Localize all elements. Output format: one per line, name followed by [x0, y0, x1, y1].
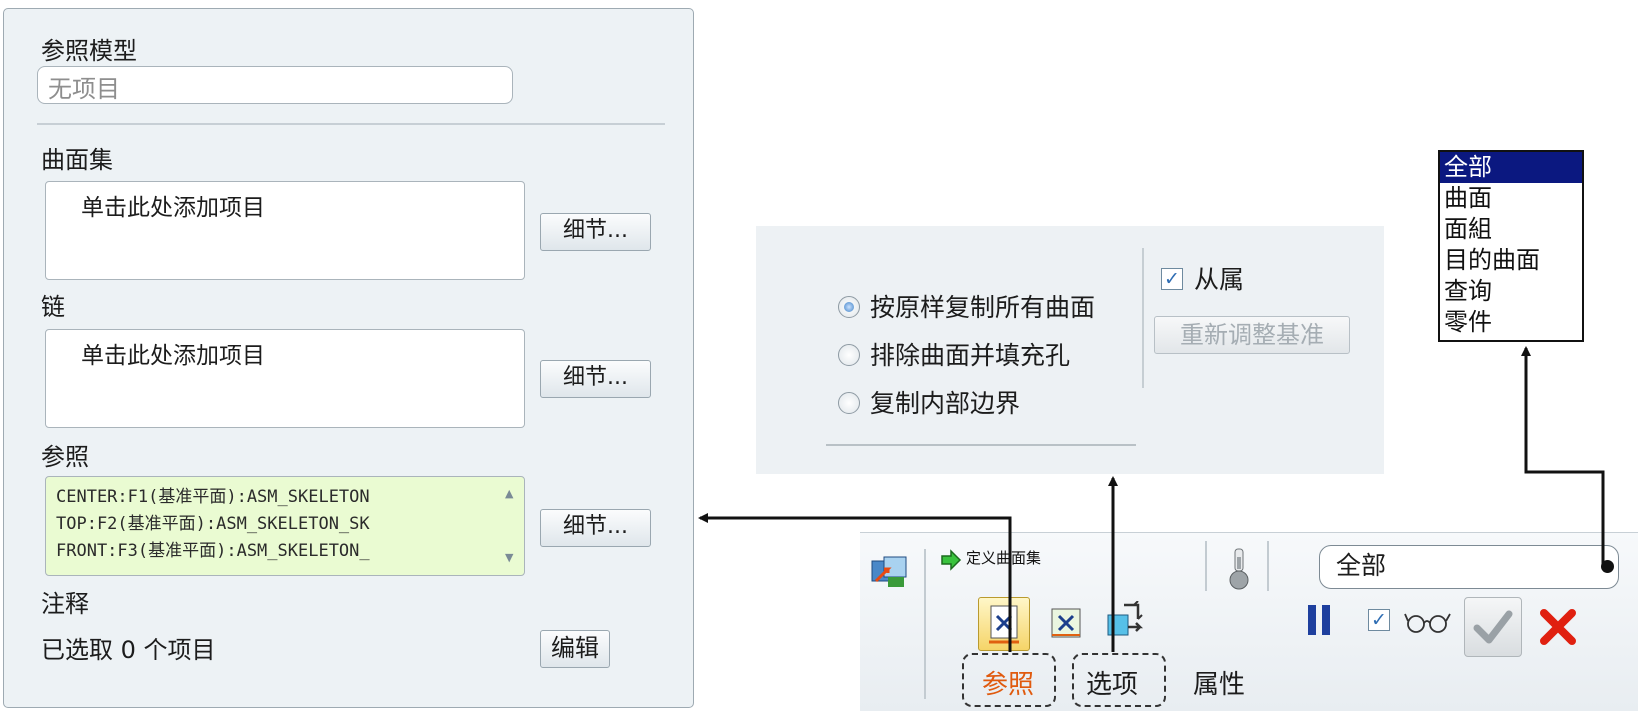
dropdown-option-intent-surface[interactable]: 目的曲面	[1444, 246, 1540, 274]
radio-label: 复制内部边界	[870, 389, 1021, 418]
surface-set-details-button[interactable]: 细节...	[540, 213, 651, 251]
radio-label: 按原样复制所有曲面	[870, 293, 1096, 322]
tab-references-highlight	[962, 653, 1056, 707]
tab-references[interactable]: 参照	[982, 670, 1035, 700]
arrow-right-icon	[940, 549, 962, 575]
list-item[interactable]: FRONT:F3(基准平面):ASM_SKELETON_	[56, 541, 370, 561]
radio-label: 排除曲面并填充孔	[870, 341, 1071, 370]
glasses-icon[interactable]	[1404, 609, 1452, 639]
pin-icon[interactable]	[1226, 547, 1252, 595]
tab-properties[interactable]: 属性	[1193, 670, 1246, 700]
surface-set-collector[interactable]: 单击此处添加项目	[45, 181, 525, 280]
divider	[1205, 541, 1207, 591]
radio-copy-all-surfaces[interactable]	[838, 296, 860, 318]
ref-model-field[interactable]: 无项目	[37, 66, 513, 104]
references-panel: 参照模型 无项目 曲面集 单击此处添加项目 细节... 链 单击此处添加项目 细…	[3, 8, 694, 708]
radio-copy-inner-boundary[interactable]	[838, 392, 860, 414]
dependent-label: 从属	[1194, 265, 1245, 294]
exclude-surface-icon[interactable]	[1048, 605, 1084, 645]
dropdown-option-part[interactable]: 零件	[1444, 308, 1492, 336]
ok-button[interactable]	[1464, 597, 1522, 657]
dropdown-option-surface[interactable]: 曲面	[1444, 184, 1492, 212]
filter-dropdown[interactable]: 全部	[1319, 545, 1619, 589]
chain-details-button[interactable]: 细节...	[540, 360, 651, 398]
dropdown-option-quilt[interactable]: 面組	[1444, 215, 1492, 243]
tab-options[interactable]: 选项	[1086, 670, 1139, 700]
refs-details-button[interactable]: 细节...	[540, 509, 651, 547]
divider	[924, 549, 926, 699]
edit-button[interactable]: 编辑	[540, 630, 610, 668]
scroll-up-icon[interactable]: ▲	[505, 487, 514, 500]
fill-loop-icon[interactable]	[1104, 600, 1144, 645]
ref-model-label: 参照模型	[41, 37, 137, 65]
dashboard-toolbar: 定义曲面集 全部	[860, 532, 1638, 711]
filter-value: 全部	[1336, 551, 1387, 580]
surface-set-label: 曲面集	[41, 146, 113, 174]
pause-icon-bar	[1322, 605, 1330, 635]
define-surface-set-link[interactable]: 定义曲面集	[966, 549, 1042, 567]
dropdown-option-query[interactable]: 查询	[1444, 277, 1492, 305]
list-item[interactable]: TOP:F2(基准平面):ASM_SKELETON_SK	[56, 514, 370, 534]
chain-hint: 单击此处添加项目	[81, 343, 265, 369]
pause-icon[interactable]	[1308, 605, 1316, 635]
tab-options-highlight	[1072, 653, 1166, 707]
surface-selection-toggle[interactable]	[978, 597, 1030, 651]
copy-geometry-icon	[870, 555, 908, 593]
refs-label: 参照	[41, 443, 89, 471]
cancel-icon[interactable]	[1538, 607, 1578, 651]
notes-label: 注释	[41, 590, 89, 618]
dropdown-handle-icon[interactable]	[1601, 560, 1614, 573]
ref-model-placeholder: 无项目	[48, 75, 120, 103]
refs-collector[interactable]: CENTER:F1(基准平面):ASM_SKELETON TOP:F2(基准平面…	[45, 476, 525, 576]
radio-exclude-and-fill[interactable]	[838, 344, 860, 366]
preview-checkbox[interactable]: ✓	[1368, 609, 1390, 631]
divider	[1142, 248, 1144, 388]
scroll-down-icon[interactable]: ▼	[505, 551, 514, 564]
chain-label: 链	[41, 293, 65, 321]
options-panel: 按原样复制所有曲面 排除曲面并填充孔 复制内部边界 ✓ 从属 重新调整基准	[756, 226, 1384, 474]
list-item[interactable]: CENTER:F1(基准平面):ASM_SKELETON	[56, 487, 370, 507]
filter-dropdown-list: 全部 曲面 面組 目的曲面 查询 零件	[1438, 150, 1584, 342]
divider	[37, 123, 665, 125]
readjust-datum-button: 重新调整基准	[1154, 316, 1350, 354]
dependent-checkbox[interactable]: ✓	[1161, 268, 1183, 290]
surface-set-hint: 单击此处添加项目	[81, 195, 265, 221]
divider	[826, 444, 1136, 446]
selected-count-text: 已选取 0 个项目	[41, 636, 216, 664]
dropdown-option-all[interactable]: 全部	[1440, 152, 1582, 183]
divider	[1267, 541, 1269, 591]
chain-collector[interactable]: 单击此处添加项目	[45, 329, 525, 428]
